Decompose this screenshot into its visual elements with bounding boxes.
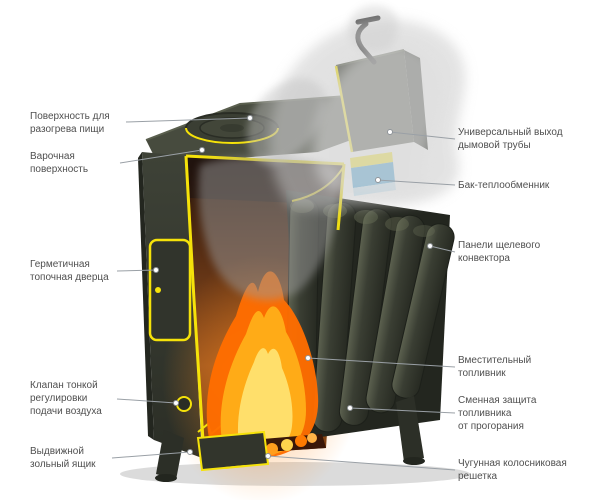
label-chimney-outlet: Универсальный выход дымовой трубы — [458, 127, 563, 151]
label-food-heating-surface: Поверхность для разогрева пищи — [30, 111, 110, 135]
leader-chimney-outlet — [389, 131, 456, 140]
leader-firebox-protection — [349, 407, 456, 414]
label-firebox: Вместительный топливник — [458, 355, 532, 379]
leader-grate — [267, 455, 456, 471]
label-firebox-door: Герметичная топочная дверца — [30, 259, 109, 283]
label-cooking-surface: Варочная поверхность — [30, 151, 89, 175]
leader-cooking-surface — [119, 149, 203, 164]
ash-box — [196, 430, 270, 472]
firebox-door — [148, 238, 192, 342]
leader-ash-box — [111, 451, 191, 459]
leader-lines — [111, 117, 456, 471]
leader-firebox-door — [116, 269, 157, 272]
stove-legs — [155, 396, 425, 482]
air-valve-knob — [176, 396, 192, 412]
label-air-valve: Клапан тонкой регулировки подачи воздуха — [30, 380, 102, 417]
door-handle-icon — [155, 287, 161, 293]
label-grate: Чугунная колосниковая решетка — [458, 458, 567, 482]
smoke — [247, 5, 466, 210]
leader-food-heating-surface — [125, 117, 251, 123]
label-convector-panels: Панели щелевого конвектора — [458, 240, 541, 264]
leader-air-valve — [116, 398, 177, 404]
flame — [206, 271, 319, 459]
leader-dots — [153, 115, 433, 459]
label-heat-exchanger-tank: Бак-теплообменник — [458, 180, 550, 191]
label-firebox-protection: Сменная защита топливника от прогорания — [458, 395, 537, 432]
label-ash-box: Выдвижной зольный ящик — [30, 446, 96, 470]
leader-heat-exchanger-tank — [377, 179, 456, 186]
leader-firebox — [307, 357, 456, 368]
leader-convector-panels — [429, 245, 456, 253]
